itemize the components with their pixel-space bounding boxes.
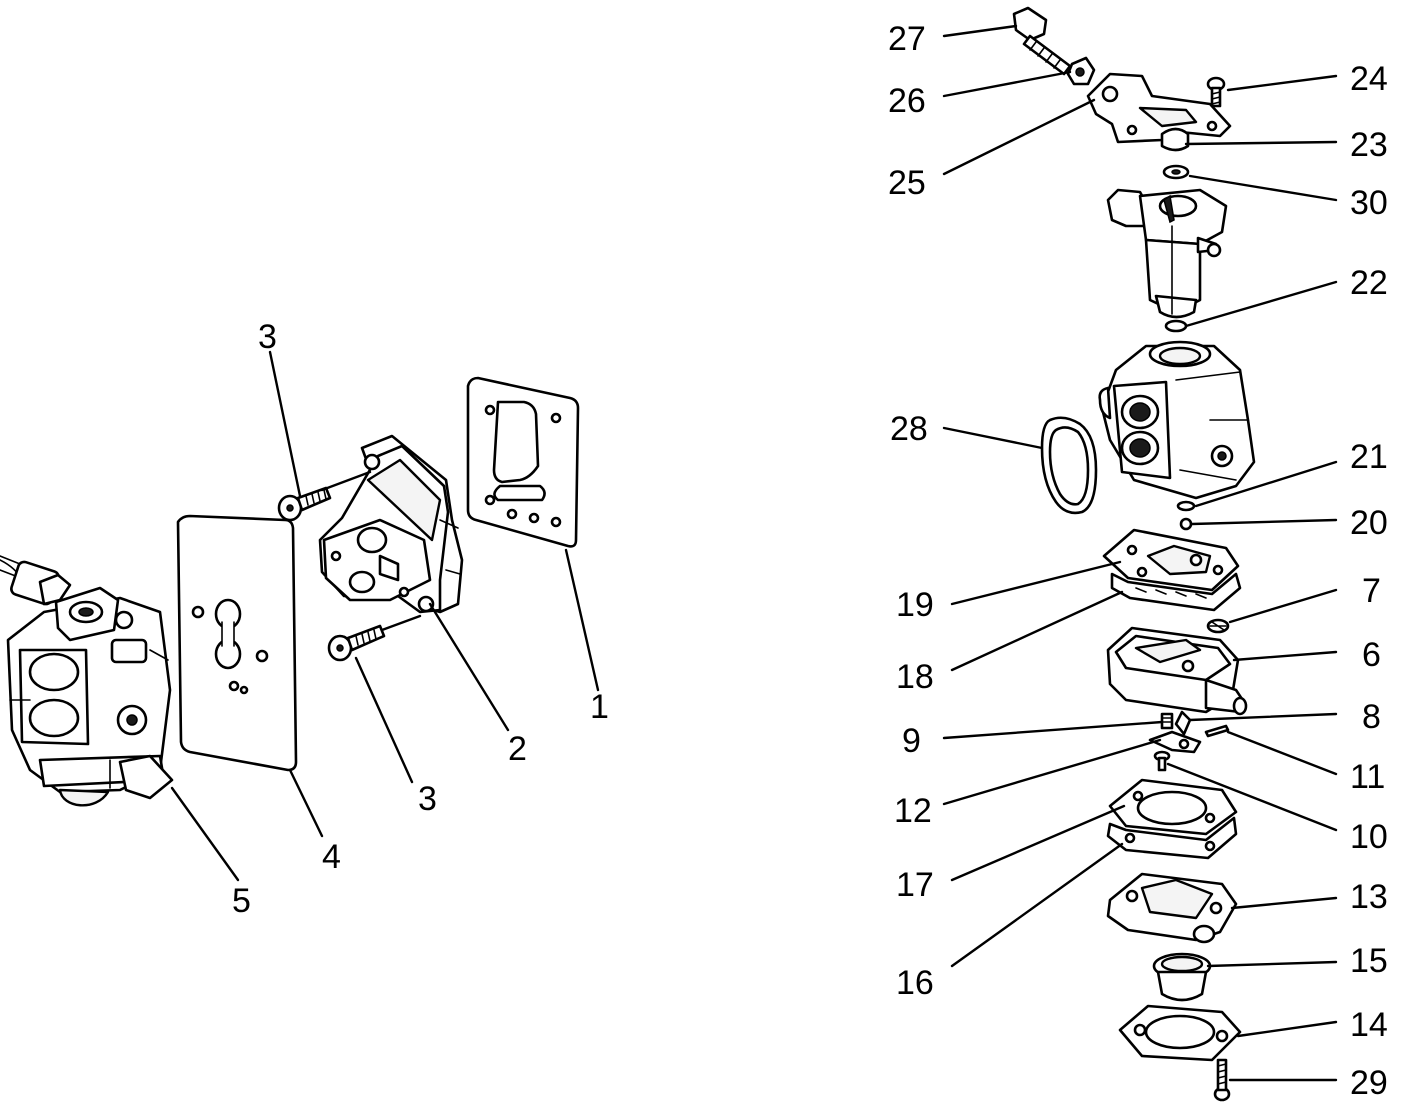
label-22: 22: [1350, 264, 1388, 302]
cover-part-13: [1106, 872, 1238, 944]
lever-part-12: [1148, 730, 1202, 754]
label-17: 17: [896, 866, 934, 904]
label-7: 7: [1362, 572, 1381, 610]
label-6: 6: [1362, 636, 1381, 674]
label-18: 18: [896, 658, 934, 696]
label-5: 5: [232, 882, 251, 920]
label-19: 19: [896, 586, 934, 624]
throttle-valve-block: [1106, 188, 1228, 319]
label-27: 27: [888, 20, 926, 58]
needle-part-8: [1174, 710, 1192, 736]
label-28: 28: [890, 410, 928, 448]
label-13: 13: [1350, 878, 1388, 916]
left-leader-lines: [170, 350, 600, 882]
metering-body-part-6: [1106, 626, 1248, 716]
label-10: 10: [1350, 818, 1388, 856]
label-16: 16: [896, 964, 934, 1002]
label-2: 2: [508, 730, 527, 768]
spring-part-9: [1160, 712, 1174, 730]
screw-part-3-upper: [277, 486, 332, 522]
diaphragm-part-16: [1106, 816, 1238, 860]
pump-gasket-part-18: [1110, 572, 1242, 612]
label-21: 21: [1350, 438, 1388, 476]
insulator-part-2: [318, 434, 464, 614]
pin-part-11: [1204, 724, 1230, 738]
plug-part-23: [1160, 127, 1190, 152]
carburetor-part-5: [0, 555, 174, 807]
label-11: 11: [1350, 758, 1385, 796]
label-25: 25: [888, 164, 926, 202]
screw-part-20: [1179, 517, 1193, 531]
label-1: 1: [590, 688, 609, 726]
small-screw-part-24: [1206, 76, 1226, 108]
adjuster-screw-part-27: [1012, 6, 1072, 76]
right-leader-lines: [942, 24, 1338, 1082]
washer-part-21: [1176, 500, 1196, 512]
gasket-ring-part-28: [1040, 416, 1098, 515]
label-30: 30: [1350, 184, 1388, 222]
carburetor-body: [1098, 340, 1256, 500]
o-ring-part-22: [1164, 319, 1188, 333]
washer-part-30: [1162, 164, 1190, 180]
gasket-part-1: [466, 376, 580, 548]
screw-part-10: [1153, 750, 1171, 772]
primer-bulb-part-15: [1152, 952, 1212, 1002]
label-14: 14: [1350, 1006, 1388, 1044]
label-29: 29: [1350, 1064, 1388, 1102]
screw-part-3-lower: [327, 624, 386, 662]
label-3-upper: 3: [258, 318, 277, 356]
label-23: 23: [1350, 126, 1388, 164]
strainer-part-7: [1206, 618, 1230, 634]
label-15: 15: [1350, 942, 1388, 980]
gasket-part-17: [1108, 778, 1238, 836]
label-9: 9: [902, 722, 921, 760]
label-12: 12: [894, 792, 932, 830]
gasket-part-4: [176, 514, 298, 772]
label-8: 8: [1362, 698, 1381, 736]
label-26: 26: [888, 82, 926, 120]
bracket-part-25: [1086, 72, 1232, 144]
primer-base-part-14: [1118, 1004, 1242, 1062]
screw-part-29: [1213, 1058, 1231, 1102]
label-3-lower: 3: [418, 780, 437, 818]
pump-diaphragm-part-19: [1102, 528, 1240, 592]
label-24: 24: [1350, 60, 1388, 98]
callout-labels: 3 1 2 3 4 5 27 26 25 28 19 18 9 12 17 16…: [232, 20, 1388, 1102]
label-20: 20: [1350, 504, 1388, 542]
nut-part-26: [1066, 56, 1096, 86]
label-4: 4: [322, 838, 341, 876]
